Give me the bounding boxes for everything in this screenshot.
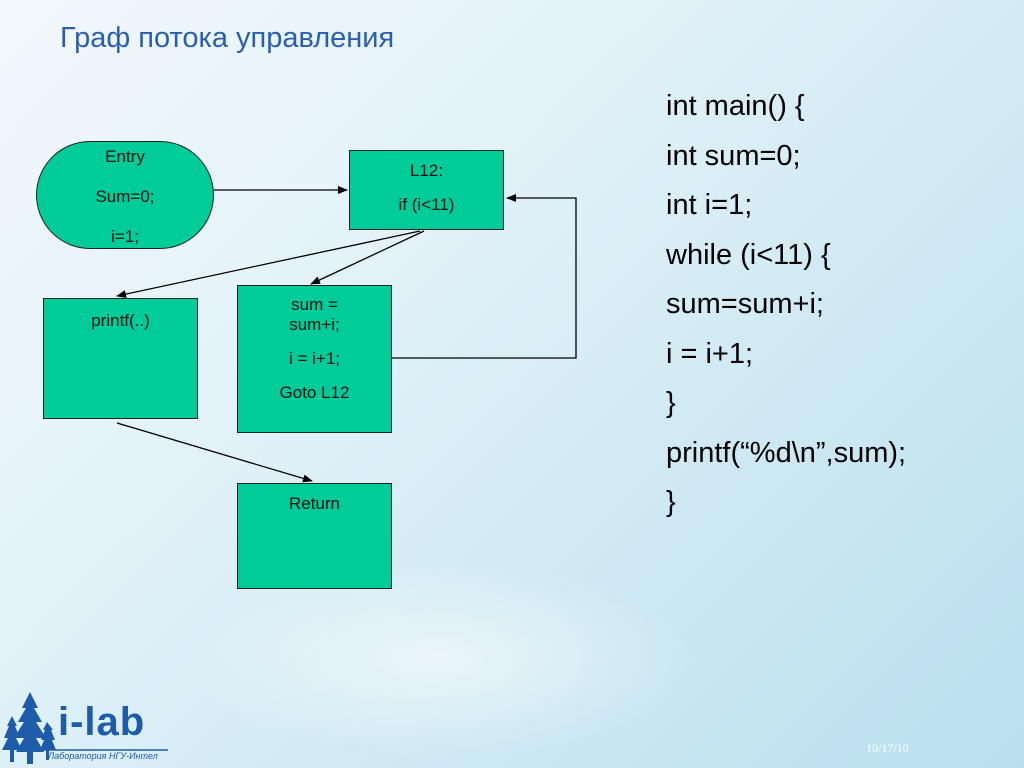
logo-subtitle: Лаборатория НГУ-Интел — [48, 751, 158, 761]
footer-date: 10/17/10 — [866, 741, 909, 755]
node-text: if (i<11) — [398, 195, 455, 214]
node-sum-update: sum = sum+i; i = i+1; Goto L12 — [237, 285, 392, 433]
code-line: } — [666, 486, 676, 518]
edge-sum-back-to-l12 — [392, 194, 577, 359]
node-text: Sum=0; — [95, 187, 155, 206]
edge-printf-to-return — [116, 422, 313, 483]
node-text: Entry — [105, 147, 145, 166]
node-text: Goto L12 — [279, 383, 350, 402]
slide-title: Граф потока управления — [60, 22, 395, 54]
code-line: int i=1; — [666, 189, 753, 221]
code-line: i = i+1; — [666, 337, 754, 370]
tree-icon — [2, 692, 56, 764]
node-return: Return — [237, 483, 392, 589]
node-text: sum = sum+i; — [289, 295, 340, 334]
edge-l12-to-sum — [310, 230, 425, 285]
ilab-logo — [2, 692, 168, 764]
node-text: L12: — [409, 161, 444, 180]
background-glow — [180, 560, 700, 760]
code-listing: int main() { int sum=0; int i=1; while (… — [666, 82, 906, 528]
edge-l12-to-printf — [116, 230, 421, 299]
node-entry: Entry Sum=0; i=1; — [36, 141, 214, 249]
logo-text: i-lab — [58, 700, 146, 744]
code-line: } — [666, 387, 676, 419]
code-line: printf(“%d\n”,sum); — [666, 436, 907, 469]
node-text: i=1; — [111, 227, 139, 246]
code-line: sum=sum+i; — [666, 288, 824, 320]
code-line: int sum=0; — [666, 139, 801, 172]
node-printf: printf(..) — [43, 298, 198, 419]
node-text: Return — [288, 494, 341, 513]
code-line: while (i<11) { — [666, 238, 831, 271]
node-l12: L12: if (i<11) — [349, 150, 504, 230]
node-text: i = i+1; — [288, 349, 341, 368]
node-text: printf(..) — [91, 311, 150, 330]
code-line: int main() { — [666, 90, 805, 122]
